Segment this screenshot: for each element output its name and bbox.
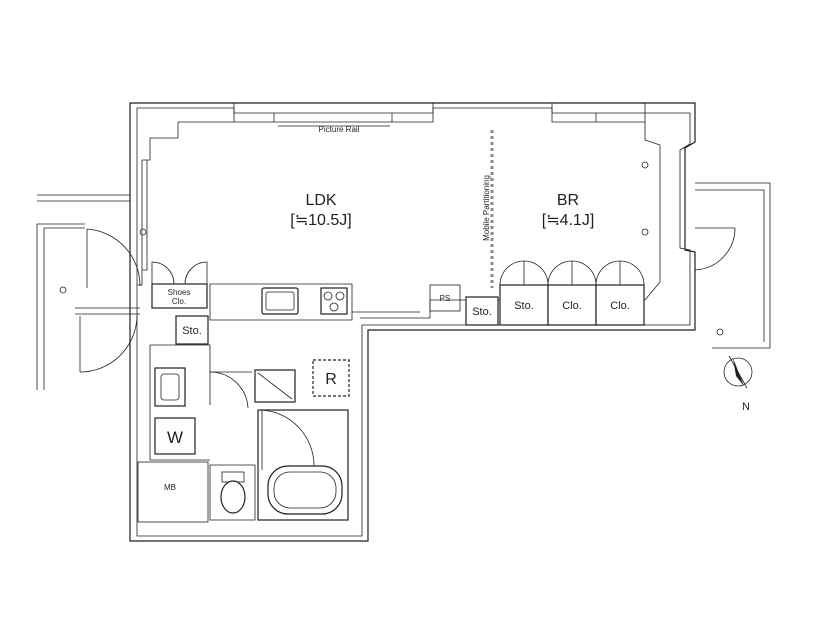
br-storage-label: Sto. — [514, 300, 534, 312]
entrance-corridor — [36, 194, 141, 390]
ps-label: PS — [440, 294, 451, 303]
br-storage-units: PS Sto. Sto. Clo. Clo. — [139, 161, 649, 326]
br-small-storage-label: Sto. — [472, 306, 492, 318]
entrance-storage: Sto. — [175, 315, 209, 345]
exterior-walls — [129, 102, 696, 542]
refrigerator-label: R — [325, 371, 337, 388]
br-room-name: BR — [557, 192, 579, 209]
laundry-area: W — [149, 344, 252, 461]
ldk-room-name: LDK — [305, 192, 336, 209]
kitchen — [209, 283, 420, 321]
mobile-partitioning-label: Mobile Partitioning — [482, 175, 491, 241]
meter-box: MB — [137, 461, 209, 523]
ldk-room-size: [≒10.5J] — [290, 212, 351, 229]
mobile-partition: Mobile Partitioning — [482, 130, 494, 288]
compass: N — [723, 355, 753, 413]
picture-rail: Picture Rail — [278, 125, 390, 134]
washer-label: W — [167, 428, 183, 447]
br-closet-2-label: Clo. — [610, 300, 630, 312]
picture-rail-label: Picture Rail — [319, 125, 360, 134]
shoes-closet: Shoes Clo. — [151, 261, 208, 309]
bathroom — [209, 369, 349, 521]
shoes-closet-label-line1: Shoes — [168, 288, 191, 297]
balcony — [694, 182, 771, 349]
shoes-closet-label-line2: Clo. — [172, 297, 186, 306]
refrigerator: R — [312, 359, 350, 397]
entrance-storage-label: Sto. — [182, 325, 202, 337]
br-closet-1-label: Clo. — [562, 300, 582, 312]
compass-north-label: N — [742, 401, 750, 413]
br-room-size: [≒4.1J] — [542, 212, 595, 229]
meter-box-label: MB — [164, 483, 176, 492]
